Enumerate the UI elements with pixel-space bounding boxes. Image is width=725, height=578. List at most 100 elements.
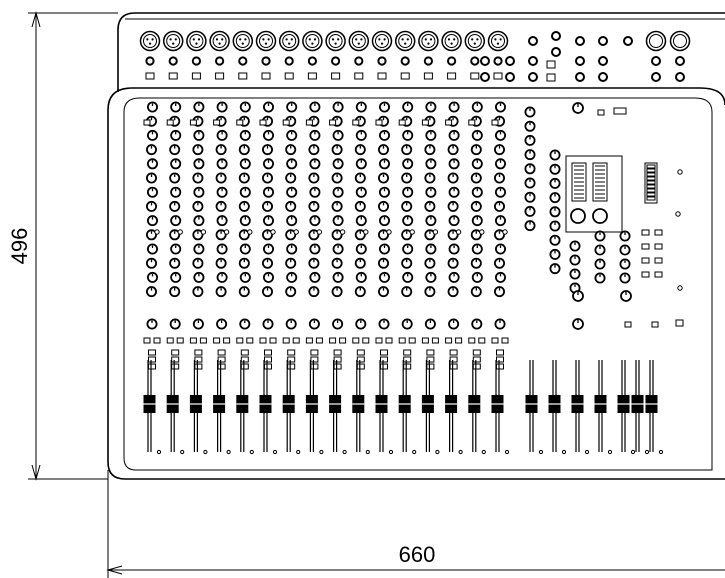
pan-knob-ch13 [424, 318, 436, 330]
channel-switch-c-14 [455, 337, 463, 344]
master-led-0 [677, 169, 683, 175]
knob-ch15-r5 [471, 158, 483, 170]
channel-button-10-2 [356, 363, 365, 370]
knob-ch2-r7 [170, 186, 182, 198]
fx-knob-3 [619, 272, 631, 284]
insert-jack-1 [145, 56, 155, 66]
rear-switch-12 [400, 72, 410, 80]
master-knob-a-8 [524, 220, 536, 232]
knob-ch10-r13 [355, 271, 367, 283]
knob-ch10-r14 [354, 286, 366, 298]
insert-jack-7 [284, 56, 294, 66]
xlr-pin-7-1 [290, 38, 293, 41]
knob-ch16-r6 [493, 172, 505, 184]
xlr-pin-13-2 [427, 42, 430, 45]
channel-switch-b-10 [352, 337, 360, 344]
rear-jack-top-2 [551, 47, 561, 57]
xlr-pin-3-2 [195, 42, 198, 45]
knob-ch10-r3 [355, 129, 367, 141]
channel-button-12-2 [403, 363, 412, 370]
pan-knob-ch2 [169, 318, 181, 330]
channel-led-12 [409, 229, 415, 235]
knob-ch6-r9 [262, 215, 274, 227]
channel-switch-c-16 [501, 337, 509, 344]
knob-ch8-r3 [309, 129, 321, 141]
channel-button-12-0 [403, 349, 412, 356]
fader-led-18 [561, 449, 567, 455]
master-knob-top [572, 102, 584, 114]
knob-ch9-r13 [332, 271, 344, 283]
knob-ch12-r14 [401, 286, 413, 298]
channel-button-4-1 [217, 356, 226, 363]
fader-led-2 [180, 449, 185, 455]
channel-led-5 [247, 229, 253, 235]
mixer-outline [107, 12, 725, 480]
channel-switch-c-7 [292, 337, 300, 344]
rear-switch-7 [284, 72, 294, 80]
assign-switch-b-1 [654, 243, 663, 250]
knob-ch16-r13 [494, 271, 506, 283]
knob-ch2-r6 [169, 172, 181, 184]
work-surface-border [123, 112, 713, 471]
knob-ch3-r11 [193, 243, 205, 255]
master-knob-b-4 [549, 206, 561, 218]
channel-switch-b-5 [236, 337, 244, 344]
knob-ch14-r4 [447, 144, 459, 156]
channel-switch-b-8 [305, 337, 313, 344]
knob-ch8-r6 [308, 172, 320, 184]
insert-jack-9 [331, 56, 341, 66]
channel-switch-a-13 [421, 119, 429, 126]
knob-ch4-r6 [215, 172, 227, 184]
xlr-pin-15-0 [471, 38, 474, 41]
knob-ch7-r8 [285, 200, 297, 212]
led-ladder-seg-1 [646, 168, 656, 173]
channel-button-11-2 [380, 363, 388, 370]
insert-jack-16 [493, 56, 503, 66]
knob-ch7-r3 [286, 129, 298, 141]
xlr-pin-10-2 [357, 42, 360, 45]
channel-switch-c-11 [385, 337, 393, 344]
knob-ch3-r14 [192, 286, 204, 298]
insert-jack-11 [377, 56, 387, 66]
channel-led-14 [455, 229, 462, 235]
xlr-pin-5-2 [241, 42, 244, 45]
knob-ch12-r13 [402, 271, 414, 283]
usb-port [546, 60, 556, 69]
xlr-pin-5-1 [244, 38, 247, 41]
channel-button-14-2 [449, 363, 458, 370]
channel-switch-c-5 [246, 337, 254, 344]
xlr-pin-9-2 [334, 42, 337, 45]
knob-ch4-r11 [216, 243, 228, 255]
assign-switch-a-3 [641, 271, 650, 278]
knob-ch1-r5 [146, 158, 158, 170]
power-switch [546, 73, 556, 82]
knob-ch15-r14 [470, 286, 482, 298]
xlr-input-ring-15 [467, 34, 482, 48]
aux-master-knob-1 [594, 244, 606, 256]
knob-ch7-r11 [286, 243, 298, 255]
knob-ch1-r6 [145, 172, 157, 184]
knob-ch5-r4 [238, 144, 250, 156]
knob-ch1-r8 [145, 200, 157, 212]
fader-led-3 [203, 449, 208, 455]
xlr-pin-4-1 [221, 38, 224, 41]
rear-jack-low-0 [480, 72, 490, 82]
master-knob-b-7 [549, 248, 561, 260]
knob-ch2-r3 [170, 129, 182, 141]
knob-ch16-r8 [493, 200, 505, 212]
master-knob-a-5 [524, 177, 536, 189]
aux-knob-2 [569, 268, 581, 280]
knob-ch8-r7 [309, 186, 321, 198]
main-xlr-ring-1 [673, 34, 687, 48]
pan-knob-ch4 [216, 318, 228, 330]
knob-ch5-r6 [238, 172, 250, 184]
knob-ch12-r9 [402, 215, 414, 227]
pan-knob-ch3 [192, 318, 204, 330]
master-knob-b-3 [549, 192, 561, 204]
aux-master-knob-0 [594, 230, 606, 242]
fader-led-7 [296, 449, 301, 455]
height-arrow-top [31, 11, 41, 28]
knob-ch9-r9 [332, 215, 344, 227]
assign-switch-a-1 [641, 243, 650, 250]
knob-ch7-r13 [286, 271, 298, 283]
